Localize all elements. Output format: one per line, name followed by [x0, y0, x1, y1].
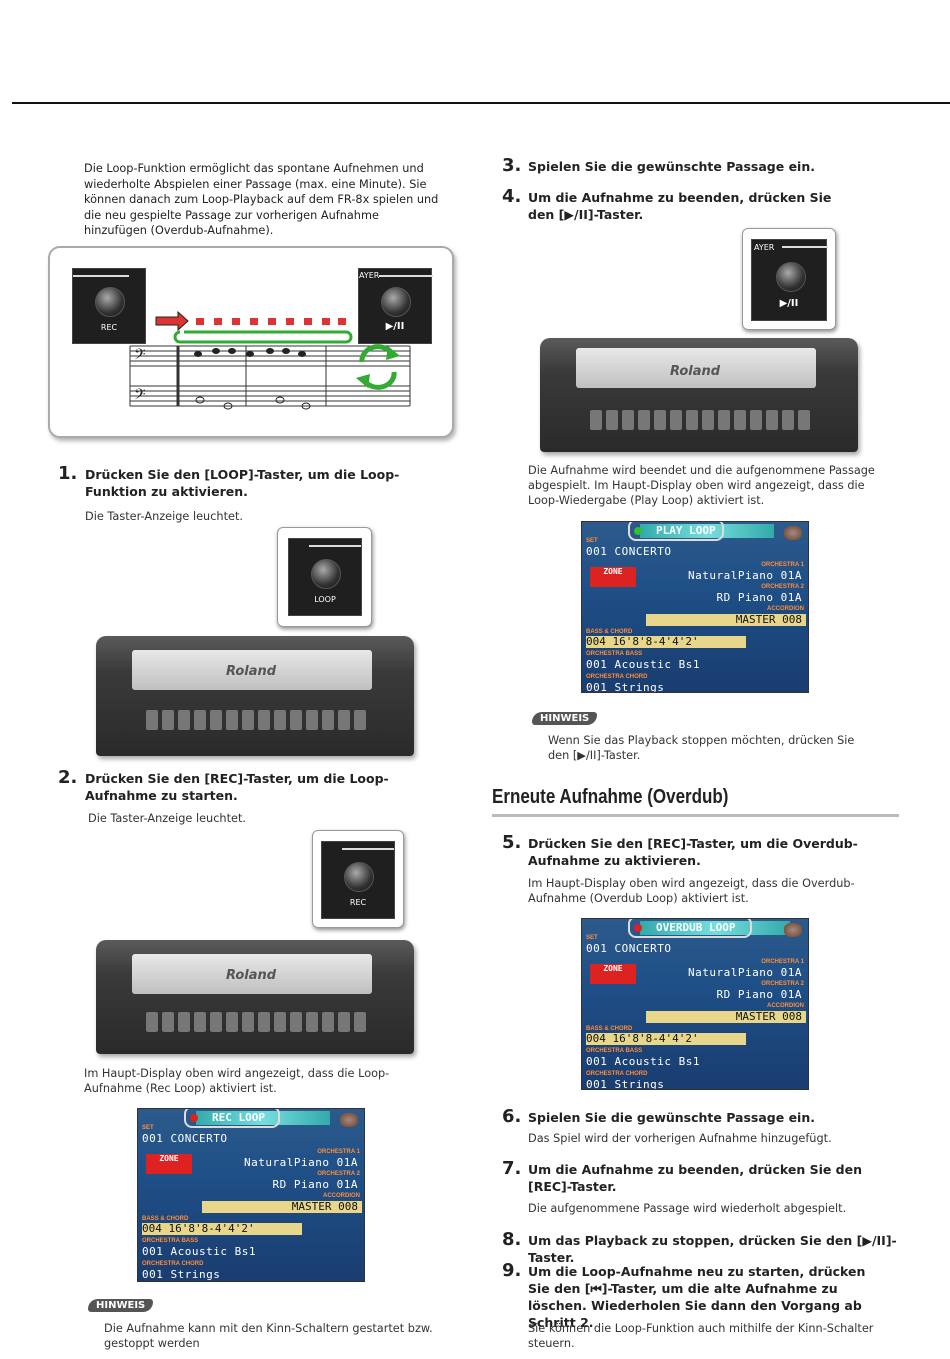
hinweis-badge-2: HINWEIS [88, 1299, 154, 1312]
loop-diagram: REC AYER ▶/II 𝄢 𝄢 [48, 246, 454, 438]
hinweis-badge-1: HINWEIS [532, 712, 598, 725]
accordion-illustration-2: Roland [96, 940, 414, 1054]
loop-score-diagram: 𝄢 𝄢 [129, 310, 411, 410]
intro-text: Die Loop-Funktion ermöglicht das spontan… [84, 162, 439, 237]
accordion-illustration-1: Roland [96, 636, 414, 756]
rec-button-illustration: REC [72, 268, 146, 344]
loop-button-callout: LOOP [277, 527, 372, 627]
play-indicator [634, 527, 642, 535]
lcd-overdub-loop: OVERDUB LOOP SET 001 CONCERTO ZONE ORCHE… [581, 918, 809, 1090]
accordion-illustration-3: Roland [540, 338, 858, 452]
play-button-illustration: AYER ▶/II [358, 268, 433, 344]
play-loop-note: Die Aufnahme wird beendet und die aufgen… [528, 464, 875, 507]
section-title: Erneute Aufnahme (Overdub) [492, 786, 729, 808]
lcd-rec-loop: REC LOOP SET 001 CONCERTO ZONE ORCHESTRA… [137, 1108, 365, 1282]
rec-button-callout: REC [312, 830, 404, 928]
note-1: Wenn Sie das Playback stoppen möchten, d… [548, 734, 855, 762]
section-rule [492, 814, 899, 817]
svg-text:𝄢: 𝄢 [134, 386, 146, 407]
note-2: Die Aufnahme kann mit den Kinn-Schaltern… [104, 1322, 433, 1350]
lcd-play-loop: PLAY LOOP SET 001 CONCERTO ZONE ORCHESTR… [581, 521, 809, 693]
svg-text:𝄢: 𝄢 [134, 346, 146, 367]
rec-loop-note: Im Haupt-Display oben wird angezeigt, da… [84, 1067, 390, 1095]
overdub-indicator [634, 924, 642, 932]
header-rule [12, 102, 950, 104]
rec-indicator [190, 1114, 198, 1122]
play-button-callout: AYER ▶/II [742, 228, 836, 330]
